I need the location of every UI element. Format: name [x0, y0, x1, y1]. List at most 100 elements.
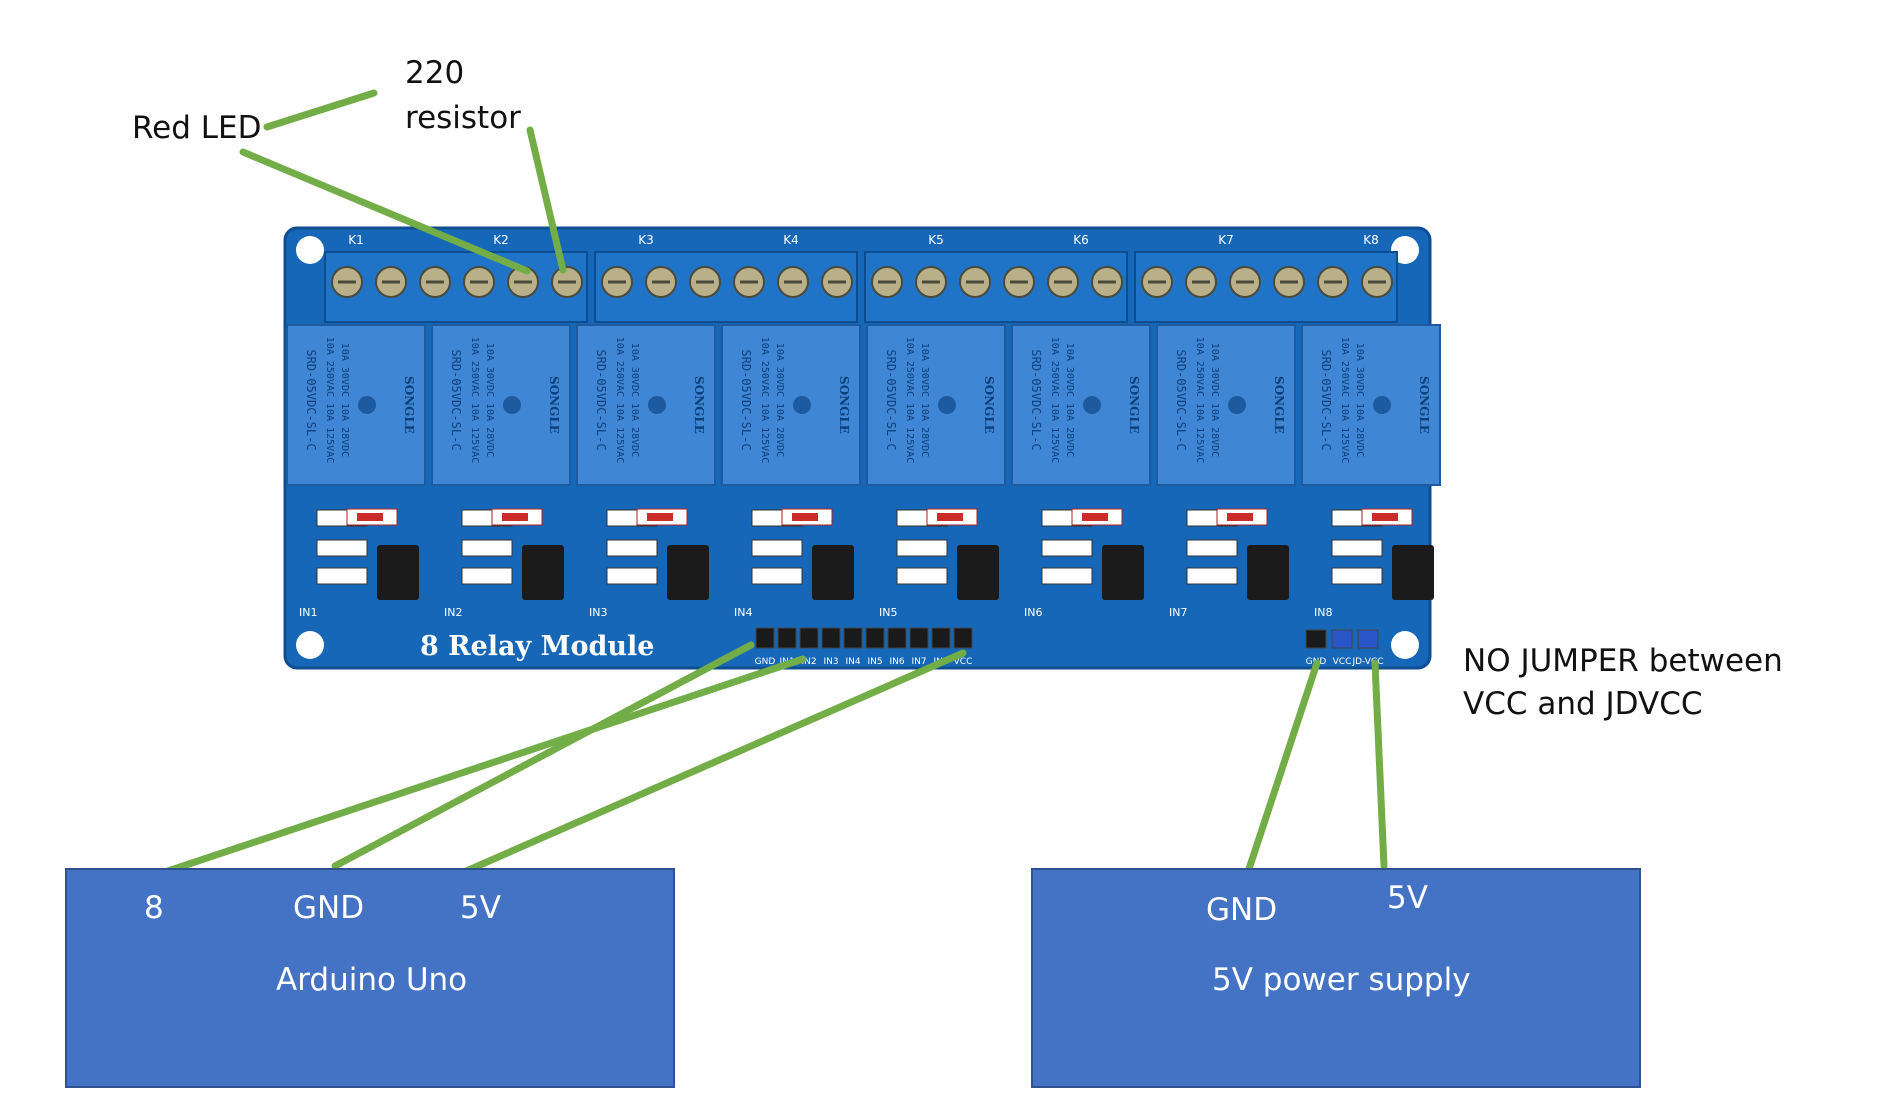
- optocoupler: [812, 545, 854, 600]
- psu-name: 5V power supply: [1212, 962, 1471, 998]
- psu-pin-5v: 5V: [1387, 880, 1428, 916]
- resistor-value-label: 220: [405, 55, 465, 91]
- wire-arduino-gnd-to-gnd: [331, 641, 755, 870]
- relay-indicator-dot: [358, 396, 376, 414]
- relay: [866, 324, 1006, 486]
- arduino-pin-gnd: GND: [293, 890, 365, 926]
- relay-indicator-dot: [503, 396, 521, 414]
- arduino-pin-5v: 5V: [460, 890, 501, 926]
- header-pin: [799, 627, 819, 649]
- resistor-smd: [1331, 567, 1383, 585]
- wire-psu-gnd-to-gnd: [1239, 659, 1321, 891]
- optocoupler: [1392, 545, 1434, 600]
- resistor-smd: [896, 567, 948, 585]
- wire-arduino-5v-to-vcc: [451, 649, 967, 880]
- header-pin-label: IN4: [845, 657, 860, 667]
- power-pin: [1331, 629, 1353, 649]
- resistor-smd: [316, 567, 368, 585]
- header-pin: [755, 627, 775, 649]
- optocoupler: [667, 545, 709, 600]
- arduino-name: Arduino Uno: [276, 962, 468, 998]
- relay: [576, 324, 716, 486]
- red-led-chip: [792, 513, 818, 521]
- wire-resistor-to-terminal: [526, 126, 567, 274]
- relay: [1301, 324, 1441, 486]
- relay-rating-text: 10A 250VAC 10A 125VAC: [759, 337, 770, 463]
- relay-rating-text: 10A 250VAC 10A 125VAC: [1049, 337, 1060, 463]
- header-pin-label: IN5: [867, 657, 882, 667]
- relay-brand-text: SONGLE: [1272, 376, 1286, 434]
- relay-model-text: SRD-05VDC-SL-C: [1174, 349, 1188, 450]
- header-pin: [865, 627, 885, 649]
- relay-label: K1: [348, 233, 364, 247]
- terminal-block: [864, 251, 1128, 323]
- input-label: IN2: [444, 606, 462, 619]
- header-pin: [909, 627, 929, 649]
- resistor-smd: [316, 539, 368, 557]
- header-pin: [887, 627, 907, 649]
- header-pin-label: GND: [755, 657, 776, 667]
- header-pin-label: IN7: [911, 657, 926, 667]
- relay-model-text: SRD-05VDC-SL-C: [594, 349, 608, 450]
- header-pin-label: IN6: [889, 657, 904, 667]
- wires: [149, 89, 1388, 891]
- relay: [431, 324, 571, 486]
- relay-brand-text: SONGLE: [402, 376, 416, 434]
- header-pin-label: IN3: [823, 657, 838, 667]
- power-pin: [1357, 629, 1379, 649]
- relay: [1011, 324, 1151, 486]
- red-led-chip: [1082, 513, 1108, 521]
- relay-brand-text: SONGLE: [1417, 376, 1431, 434]
- wire-red-led-to-resistor: [263, 89, 378, 131]
- optocoupler: [1247, 545, 1289, 600]
- psu-pin-gnd: GND: [1206, 892, 1278, 928]
- optocoupler: [522, 545, 564, 600]
- resistor-smd: [461, 567, 513, 585]
- header-pin: [953, 627, 973, 649]
- relay-rating-text: 10A 30VDC 10A 28VDC: [629, 343, 640, 457]
- input-label: IN5: [879, 606, 897, 619]
- header-pin-label: VCC: [954, 657, 973, 667]
- header-pin: [931, 627, 951, 649]
- wire-red-led-to-terminal: [239, 148, 531, 275]
- relay-rating-text: 10A 250VAC 10A 125VAC: [1194, 337, 1205, 463]
- resistor-smd: [461, 539, 513, 557]
- relay: [721, 324, 861, 486]
- power-supply-box: GND 5V 5V power supply: [1031, 868, 1641, 1088]
- terminal-block: [1134, 251, 1398, 323]
- relay-brand-text: SONGLE: [547, 376, 561, 434]
- jumper-note-line1: NO JUMPER between: [1463, 643, 1783, 679]
- input-label: IN6: [1024, 606, 1042, 619]
- relay-label: K5: [928, 233, 944, 247]
- red-led-chip: [1372, 513, 1398, 521]
- relay-model-text: SRD-05VDC-SL-C: [884, 349, 898, 450]
- relay-rating-text: 10A 250VAC 10A 125VAC: [614, 337, 625, 463]
- red-led-chip: [1227, 513, 1253, 521]
- screw-terminal-blocks: [324, 251, 1398, 323]
- relay-label: K7: [1218, 233, 1234, 247]
- relay-rating-text: 10A 30VDC 10A 28VDC: [339, 343, 350, 457]
- arduino-uno-box: 8 GND 5V Arduino Uno: [65, 868, 675, 1088]
- relay-indicator-dot: [1228, 396, 1246, 414]
- relay-label: K2: [493, 233, 509, 247]
- optocoupler: [1102, 545, 1144, 600]
- relay-indicator-dot: [1373, 396, 1391, 414]
- resistor-label: resistor: [405, 100, 521, 136]
- power-pin: [1305, 629, 1327, 649]
- relay-rating-text: 10A 30VDC 10A 28VDC: [484, 343, 495, 457]
- resistor-smd: [1186, 567, 1238, 585]
- relay-indicator-dot: [938, 396, 956, 414]
- relay-brand-text: SONGLE: [692, 376, 706, 434]
- terminal-block: [324, 251, 588, 323]
- relay-rating-text: 10A 250VAC 10A 125VAC: [1339, 337, 1350, 463]
- resistor-smd: [1186, 539, 1238, 557]
- power-pin-label: JD-VCC: [1351, 657, 1383, 667]
- mounting-hole: [296, 236, 324, 264]
- relay-brand-text: SONGLE: [982, 376, 996, 434]
- relay: [1156, 324, 1296, 486]
- relay-model-text: SRD-05VDC-SL-C: [1029, 349, 1043, 450]
- jumper-note-line2: VCC and JDVCC: [1463, 686, 1703, 722]
